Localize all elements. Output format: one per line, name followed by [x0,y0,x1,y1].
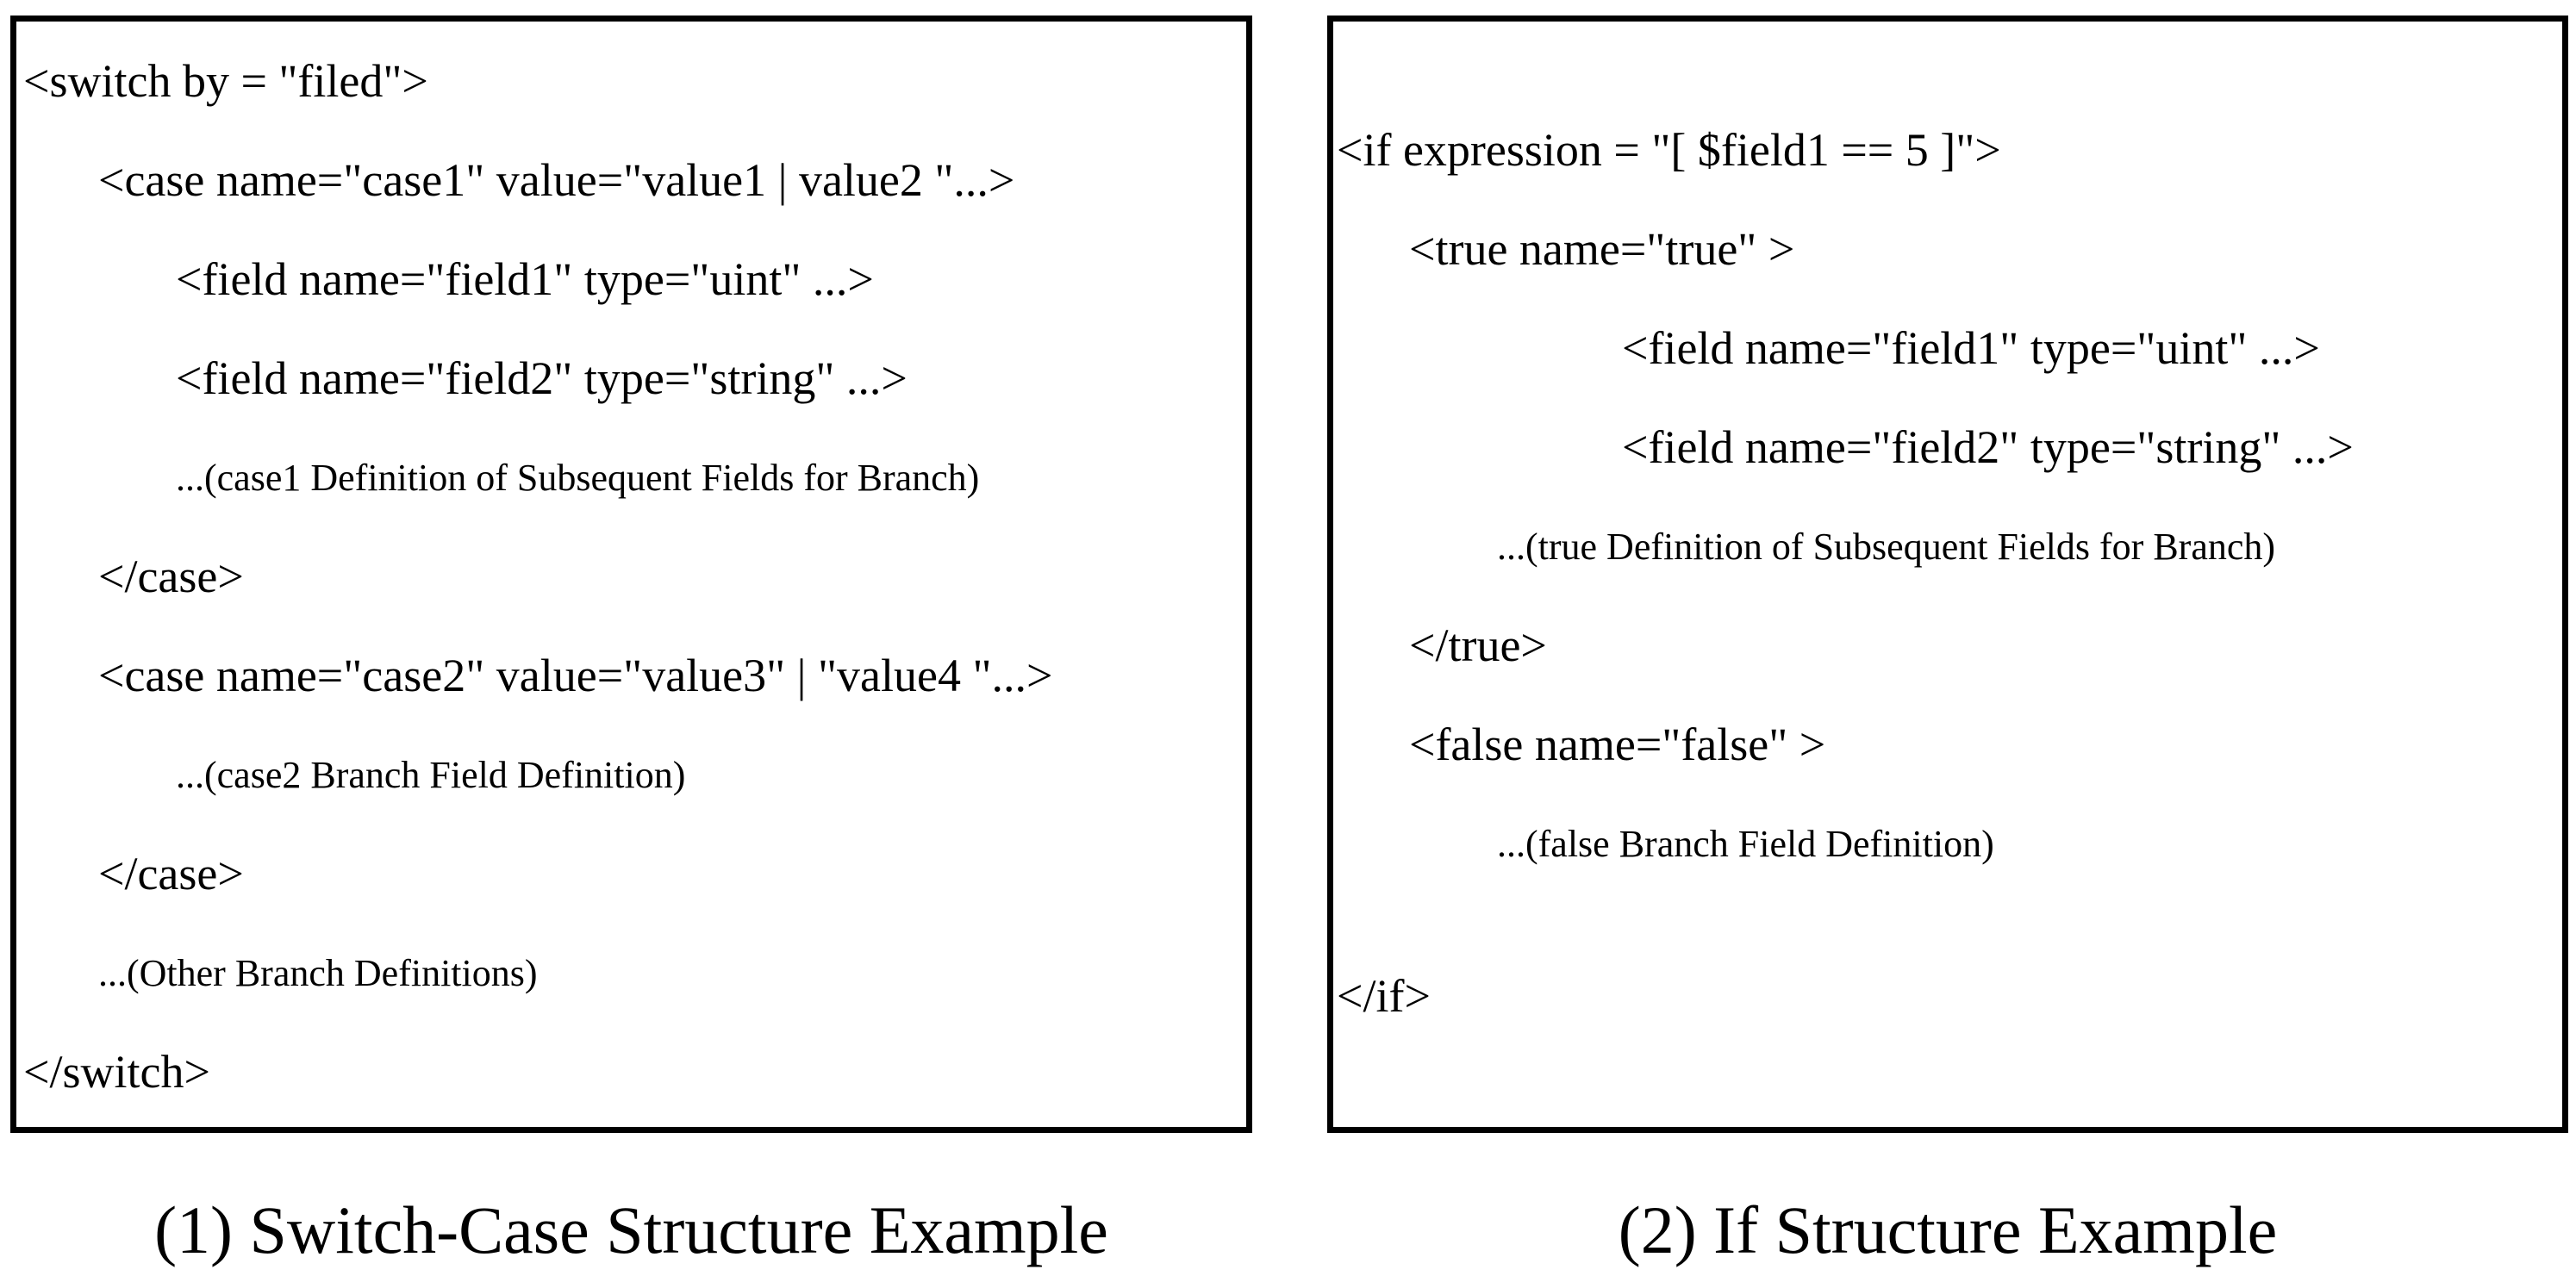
code-line: ...(true Definition of Subsequent Fields… [1497,526,2276,568]
code-line: ...(Other Branch Definitions) [98,952,538,994]
code-line: </if> [1337,970,1431,1022]
if-caption: (2) If Structure Example [1618,1192,2278,1267]
code-line: <switch by = "filed"> [23,55,428,107]
switch-case-panel: <switch by = "filed"> <case name="case1" … [10,16,1252,1271]
code-line: ...(false Branch Field Definition) [1497,823,1994,865]
code-line: <false name="false" > [1409,719,1826,770]
code-line: </case> [98,551,244,602]
code-line: </switch> [23,1046,210,1098]
code-line: <field name="field1" type="uint" ...> [176,253,874,305]
code-line: <field name="field2" type="string" ...> [176,352,908,404]
switch-case-caption: (1) Switch-Case Structure Example [154,1192,1108,1267]
code-line: ...(case2 Branch Field Definition) [176,754,686,796]
code-line: <true name="true" > [1409,223,1795,275]
code-line: </case> [98,848,244,899]
code-line: <case name="case1" value="value1 | value… [98,154,1015,206]
code-line: <field name="field2" type="string" ...> [1622,421,2354,473]
if-code-box: <if expression = "[ $field1 == 5 ]"> <tru… [1327,16,2568,1133]
if-code-block: <if expression = "[ $field1 == 5 ]"> <tru… [1333,22,2562,1046]
switch-case-code-block: <switch by = "filed"> <case name="case1" … [16,22,1246,1122]
code-line: ...(case1 Definition of Subsequent Field… [176,457,980,499]
code-line: <case name="case2" value="value3" | "val… [98,650,1053,701]
code-line: </true> [1409,619,1547,671]
code-line: <if expression = "[ $field1 == 5 ]"> [1337,124,2001,176]
code-line: <field name="field1" type="uint" ...> [1622,322,2320,374]
switch-case-code-box: <switch by = "filed"> <case name="case1" … [10,16,1252,1133]
if-panel: <if expression = "[ $field1 == 5 ]"> <tru… [1327,16,2568,1271]
